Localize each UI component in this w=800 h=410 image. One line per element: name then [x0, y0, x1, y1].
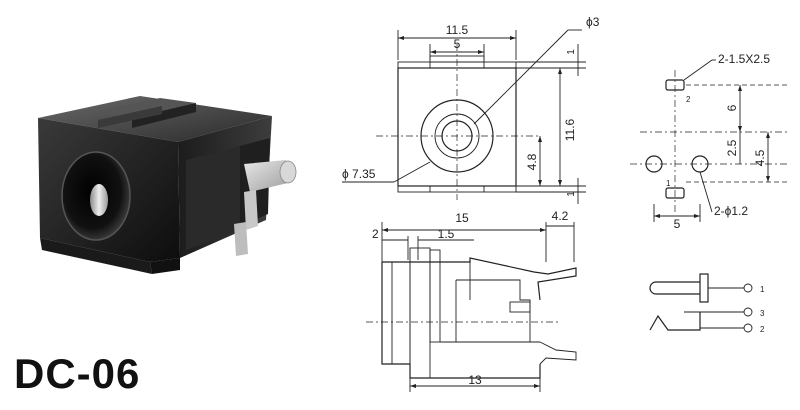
dim-bottom-offset: 1 — [566, 191, 577, 197]
dim-pin-hole: ϕ3 — [586, 15, 600, 29]
pcb-layout — [630, 59, 790, 222]
schematic — [649, 273, 753, 333]
side-view — [366, 222, 577, 392]
dimension-arrows — [382, 36, 770, 388]
dim-offset-mid: 2.5 — [725, 139, 739, 156]
dim-body-diameter: ϕ 7.35 — [342, 167, 376, 181]
schematic-pin-3: 3 — [760, 309, 765, 318]
dim-pitch-top: 6 — [725, 104, 739, 111]
dim-offset-right: 4.5 — [753, 149, 767, 166]
dim-step: 1.5 — [438, 227, 455, 241]
dim-width: 11.5 — [446, 23, 469, 37]
dim-hole-size: 2-ϕ1.2 — [714, 204, 748, 218]
dim-base-length: 13 — [468, 373, 482, 387]
model-label: DC-06 — [14, 350, 141, 397]
dim-slot: 5 — [454, 37, 461, 51]
product-photo — [38, 96, 297, 274]
dim-length: 15 — [455, 211, 469, 225]
schematic-pin-2: 2 — [760, 325, 765, 334]
dim-flange: 2 — [372, 227, 379, 241]
pad-number-bottom: 1 — [666, 179, 671, 188]
dim-height: 11.6 — [563, 118, 577, 141]
jack-photo — [38, 96, 297, 274]
front-view — [342, 29, 586, 204]
dim-top-offset: 1 — [566, 49, 577, 55]
schematic-pin-1: 1 — [760, 285, 765, 294]
dim-slot-size: 2-1.5X2.5 — [718, 52, 770, 66]
dim-spacing: 5 — [674, 217, 681, 231]
dim-tail: 4.2 — [552, 209, 569, 223]
dim-center-height: 4.8 — [525, 153, 539, 170]
pad-number-top: 2 — [686, 95, 691, 104]
